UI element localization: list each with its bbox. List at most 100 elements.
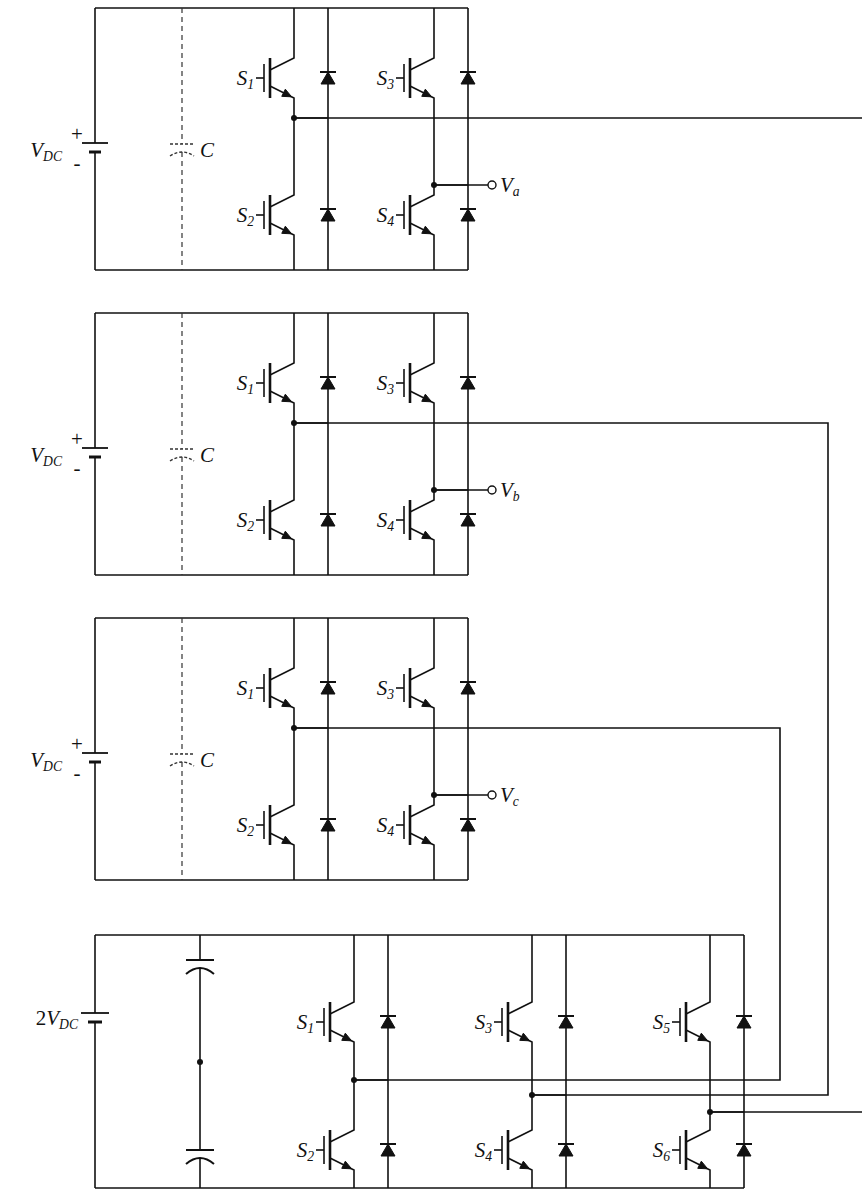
emitter-arrow: [422, 836, 432, 844]
diode-bar: [460, 513, 476, 515]
capacitor-plate: [170, 753, 194, 754]
collector-lead: [508, 935, 532, 1014]
battery-plate: [82, 447, 108, 449]
emitter-lead: [330, 1158, 354, 1188]
emitter-lead: [686, 1030, 710, 1112]
voltage-label: VDC: [30, 750, 62, 771]
emitter-arrow: [422, 226, 432, 234]
gate-lead: [396, 519, 404, 521]
capacitor-label: C: [200, 140, 214, 161]
gate-lead: [256, 77, 264, 79]
emitter-lead: [410, 223, 434, 270]
diode-bar: [320, 208, 336, 210]
switch-label: S4: [377, 205, 394, 226]
gate-lead: [494, 1149, 502, 1151]
voltage-label: Vc: [500, 785, 519, 806]
interconnect-wire: [294, 117, 862, 119]
gate-plate: [403, 369, 405, 397]
battery-plate: [89, 761, 101, 764]
diode-symbol: [559, 1144, 573, 1156]
gate-lead: [316, 1149, 324, 1151]
switch-label: S3: [377, 373, 394, 394]
switch-label: S2: [237, 205, 254, 226]
gate-lead: [396, 687, 404, 689]
output-wire: [434, 184, 488, 186]
diode-symbol: [461, 209, 475, 221]
rail: [94, 1022, 96, 1188]
rail: [95, 617, 468, 619]
capacitor-plate: [186, 1149, 214, 1151]
gate-plate: [263, 811, 265, 839]
gate-plate: [501, 1136, 503, 1164]
diode-symbol: [559, 1016, 573, 1028]
diode-symbol: [737, 1144, 751, 1156]
emitter-arrow: [520, 1161, 530, 1169]
collector-lead: [330, 935, 354, 1014]
rail: [95, 7, 468, 9]
gate-lead: [396, 77, 404, 79]
junction-dot: [529, 1092, 535, 1098]
emitter-arrow: [698, 1033, 708, 1041]
diode-symbol: [321, 72, 335, 84]
gate-plate: [323, 1136, 325, 1164]
capacitor-wire: [199, 1158, 201, 1188]
gate-plate: [263, 369, 265, 397]
diode-bar: [460, 681, 476, 683]
junction-dot: [197, 1059, 203, 1065]
switch-label: S4: [377, 815, 394, 836]
diode-symbol: [461, 819, 475, 831]
diode-wire: [354, 1079, 388, 1081]
igbt-body: [685, 1130, 688, 1170]
gate-plate: [679, 1136, 681, 1164]
emitter-lead: [508, 1158, 532, 1188]
diode-bar: [736, 1143, 752, 1145]
collector-lead: [330, 1080, 354, 1142]
emitter-lead: [410, 833, 434, 880]
igbt-body: [269, 195, 272, 235]
switch-label: S1: [237, 678, 254, 699]
gate-plate: [263, 201, 265, 229]
igbt-body: [269, 805, 272, 845]
emitter-arrow: [342, 1161, 352, 1169]
diode-symbol: [321, 209, 335, 221]
emitter-arrow: [520, 1033, 530, 1041]
switch-label: S6: [653, 1140, 670, 1161]
emitter-lead: [410, 528, 434, 575]
igbt-body: [269, 58, 272, 98]
emitter-lead: [410, 391, 434, 490]
rail: [94, 152, 96, 270]
emitter-lead: [270, 696, 294, 728]
switch-label: S4: [377, 510, 394, 531]
switch-label: S1: [237, 373, 254, 394]
gate-plate: [403, 201, 405, 229]
battery-plate: [82, 142, 108, 144]
diode-bar: [320, 513, 336, 515]
emitter-arrow: [422, 531, 432, 539]
rail: [94, 935, 96, 1013]
wires: [81, 8, 862, 1188]
igbt-body: [329, 1002, 332, 1042]
diode-symbol: [461, 682, 475, 694]
gate-lead: [396, 382, 404, 384]
gate-lead: [494, 1021, 502, 1023]
gate-plate: [263, 64, 265, 92]
diode-bar: [460, 376, 476, 378]
emitter-lead: [508, 1030, 532, 1095]
diode-bar: [380, 1143, 396, 1145]
collector-lead: [270, 8, 294, 70]
emitter-arrow: [422, 699, 432, 707]
emitter-lead: [270, 391, 294, 423]
diode-wire: [327, 313, 329, 575]
gate-plate: [323, 1008, 325, 1036]
collector-lead: [270, 728, 294, 817]
igbt-body: [269, 500, 272, 540]
collector-lead: [410, 313, 434, 375]
emitter-lead: [330, 1030, 354, 1080]
gate-plate: [403, 811, 405, 839]
emitter-arrow: [698, 1161, 708, 1169]
switch-label: S3: [377, 678, 394, 699]
diode-symbol: [321, 377, 335, 389]
switch-label: S3: [377, 68, 394, 89]
emitter-arrow: [422, 89, 432, 97]
